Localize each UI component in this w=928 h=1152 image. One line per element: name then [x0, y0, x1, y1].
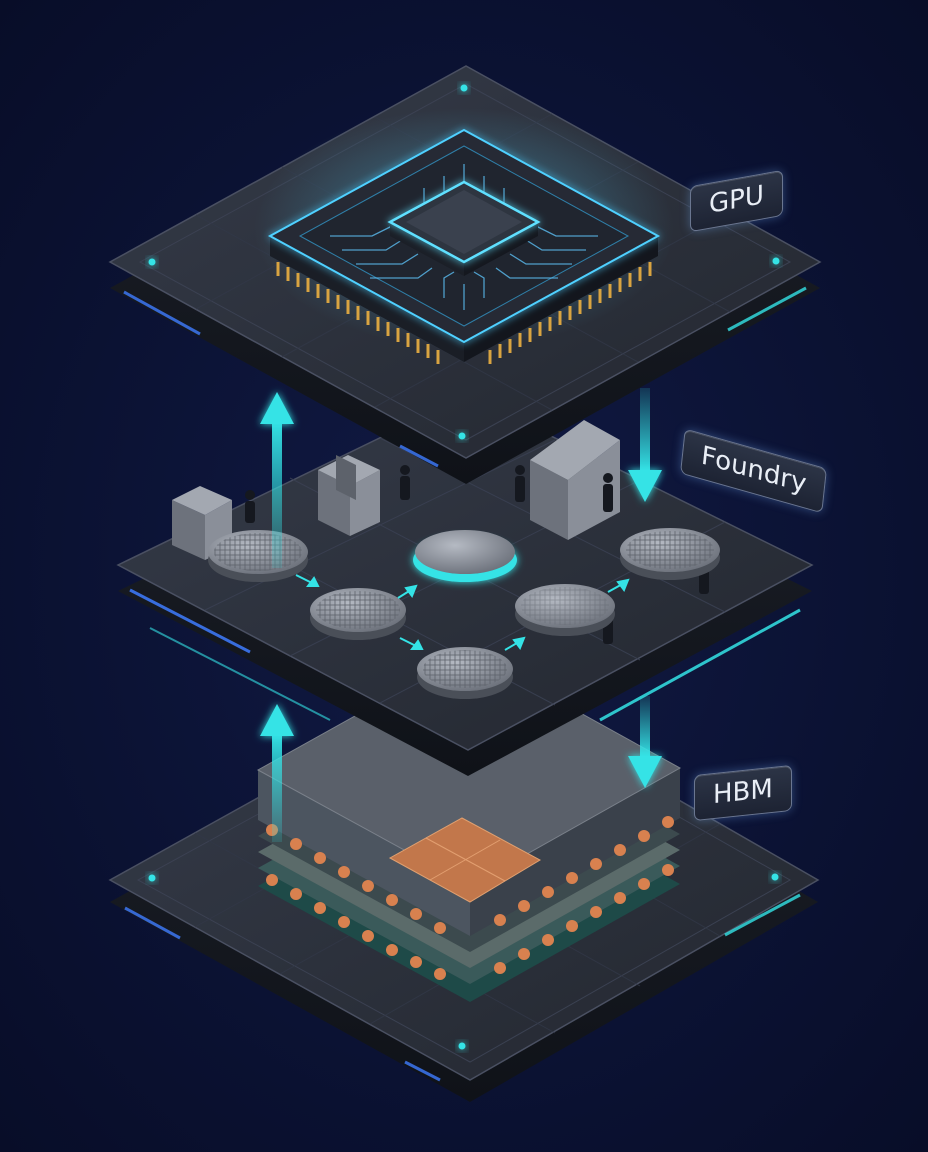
arrow-down-icon: [628, 696, 662, 788]
wafer-icon: [515, 584, 615, 636]
wafer-icon: [620, 528, 720, 580]
arrow-up-icon: [260, 704, 294, 842]
wafer-icon: [413, 530, 517, 582]
machine-icon: [530, 420, 620, 540]
gpu-chip-icon: [254, 108, 674, 364]
arrow-up-icon: [260, 392, 294, 568]
wafer-icon: [310, 588, 406, 640]
wafer-icon: [208, 530, 308, 582]
process-flow-arrows: [295, 574, 630, 651]
wafer-icon: [417, 647, 513, 699]
machine-icon: [318, 455, 380, 536]
hbm-copper-bumps: [266, 816, 674, 980]
arrow-down-icon: [628, 388, 662, 502]
